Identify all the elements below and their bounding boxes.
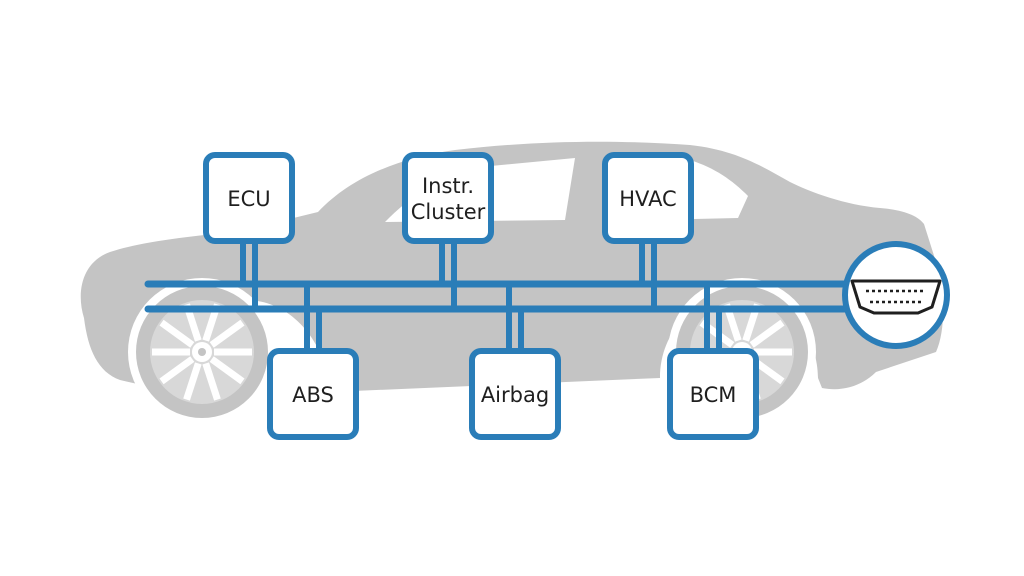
module-label-line: HVAC bbox=[619, 187, 676, 211]
wheel-spoke bbox=[159, 319, 195, 348]
obd-connector-outline bbox=[850, 279, 942, 315]
module-label-line: Airbag bbox=[481, 383, 549, 407]
module-box bbox=[667, 348, 759, 440]
module-abs[interactable]: ABS bbox=[267, 348, 359, 440]
obd-connector-icon bbox=[850, 279, 942, 315]
module-box bbox=[203, 152, 295, 244]
module-box bbox=[267, 348, 359, 440]
front-wheel bbox=[128, 278, 276, 426]
wheel-hub-cap bbox=[198, 348, 206, 356]
module-box bbox=[469, 348, 561, 440]
wheel-spoke bbox=[183, 362, 202, 401]
can-bus bbox=[144, 280, 852, 313]
module-box bbox=[602, 152, 694, 244]
wheel-spoke bbox=[209, 319, 245, 348]
module-airbag[interactable]: Airbag bbox=[469, 348, 561, 440]
module-bcm[interactable]: BCM bbox=[667, 348, 759, 440]
module-label-line: ECU bbox=[227, 187, 270, 211]
wheel-spoke bbox=[159, 356, 195, 385]
module-box bbox=[402, 152, 494, 244]
module-instr-cluster[interactable]: Instr. Cluster bbox=[402, 152, 494, 244]
module-label-line: BCM bbox=[690, 383, 737, 407]
obd-port-ring bbox=[842, 241, 950, 349]
module-label-line: ABS bbox=[292, 383, 334, 407]
obd-port[interactable] bbox=[842, 241, 950, 349]
module-label-line: Cluster bbox=[411, 200, 486, 224]
module-ecu[interactable]: ECU bbox=[203, 152, 295, 244]
wheel-spoke bbox=[209, 356, 245, 385]
bus-stubs bbox=[240, 241, 722, 351]
module-hvac[interactable]: HVAC bbox=[602, 152, 694, 244]
module-label-line: Instr. bbox=[422, 174, 474, 198]
wheel-spoke bbox=[749, 319, 785, 348]
wheel-spoke bbox=[202, 362, 221, 401]
